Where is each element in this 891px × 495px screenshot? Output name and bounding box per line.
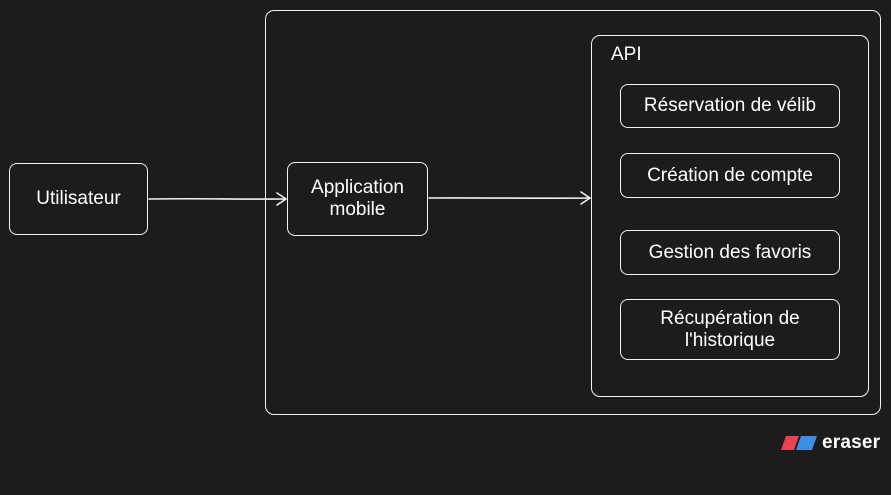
node-user[interactable]: Utilisateur — [9, 163, 148, 235]
node-mobile-app[interactable]: Application mobile — [287, 162, 428, 236]
eraser-logo[interactable]: eraser — [781, 432, 880, 454]
node-reservation[interactable]: Réservation de vélib — [620, 84, 840, 128]
node-favorites[interactable]: Gestion des favoris — [620, 230, 840, 275]
eraser-logo-icon — [781, 436, 817, 450]
node-history[interactable]: Récupération de l'historique — [620, 299, 840, 360]
node-account-creation[interactable]: Création de compte — [620, 153, 840, 198]
api-group[interactable] — [591, 35, 869, 397]
api-group-label: API — [611, 44, 642, 65]
eraser-logo-text: eraser — [822, 432, 881, 453]
system-boundary[interactable] — [265, 10, 881, 415]
